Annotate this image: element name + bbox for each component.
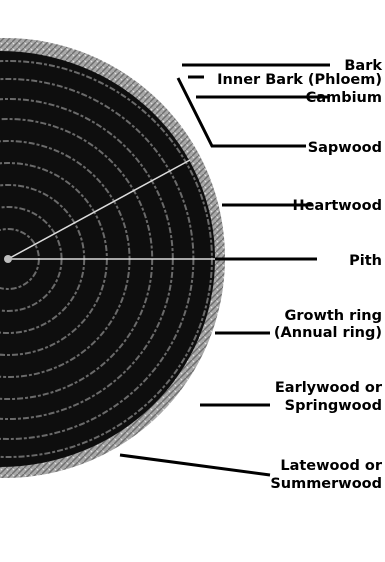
label-inner-bark: Inner Bark (Phloem) [217, 72, 382, 88]
label-summerwood: Summerwood [270, 476, 382, 492]
pith [4, 255, 12, 263]
leader-sapwood [178, 78, 306, 146]
label-sapwood: Sapwood [308, 140, 382, 156]
label-springwood: Springwood [285, 398, 382, 414]
label-growth-ring: Growth ring [284, 308, 382, 324]
label-heartwood: Heartwood [292, 198, 382, 214]
label-earlywood: Earlywood or [275, 380, 383, 396]
leader-latewood [120, 455, 270, 475]
label-annual-ring: (Annual ring) [274, 325, 382, 341]
label-cambium: Cambium [306, 90, 382, 106]
label-latewood: Latewood or [280, 458, 382, 474]
label-pith: Pith [349, 253, 382, 269]
